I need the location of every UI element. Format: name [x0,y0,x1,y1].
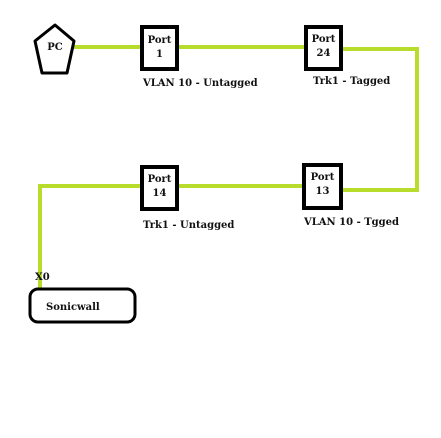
port-box-24-title: Port [312,34,336,45]
port-box-13-title: Port [311,172,335,183]
link-port-14-to-sonicwall [38,184,143,289]
port-box-1: Port 1 VLAN 10 - Untagged [140,25,258,89]
port-box-14-title: Port [148,174,172,185]
sonicwall-node: X0 Sonicwall [28,272,137,324]
port-box-1-outline [140,25,179,71]
port-box-24: Port 24 Trk1 - Tagged [304,25,390,87]
port-box-13-number: 13 [316,186,330,197]
port-box-24-outline [304,25,343,71]
cable-links [38,45,419,289]
port-box-13-outline [302,163,343,210]
pc-label: PC [47,42,63,53]
port-box-14-outline [140,165,179,211]
port-box-14: Port 14 Trk1 - Untagged [140,165,234,231]
port-box-14-caption: Trk1 - Untagged [143,220,234,231]
port-box-1-title: Port [148,35,172,46]
sonicwall-box [28,287,137,324]
pc-pentagon-shape [33,23,76,75]
port-box-13: Port 13 VLAN 10 - Tgged [302,163,399,228]
link-port-24-to-port-13 [341,47,419,192]
sonicwall-label: Sonicwall [46,302,100,313]
sonicwall-interface-label: X0 [35,272,50,283]
pc-node: PC [33,23,76,75]
port-box-1-caption: VLAN 10 - Untagged [142,78,258,89]
port-box-24-caption: Trk1 - Tagged [313,76,390,87]
port-box-13-caption: VLAN 10 - Tgged [303,217,399,228]
port-box-14-number: 14 [153,188,167,199]
port-box-24-number: 24 [317,48,331,59]
port-box-1-number: 1 [156,49,163,60]
